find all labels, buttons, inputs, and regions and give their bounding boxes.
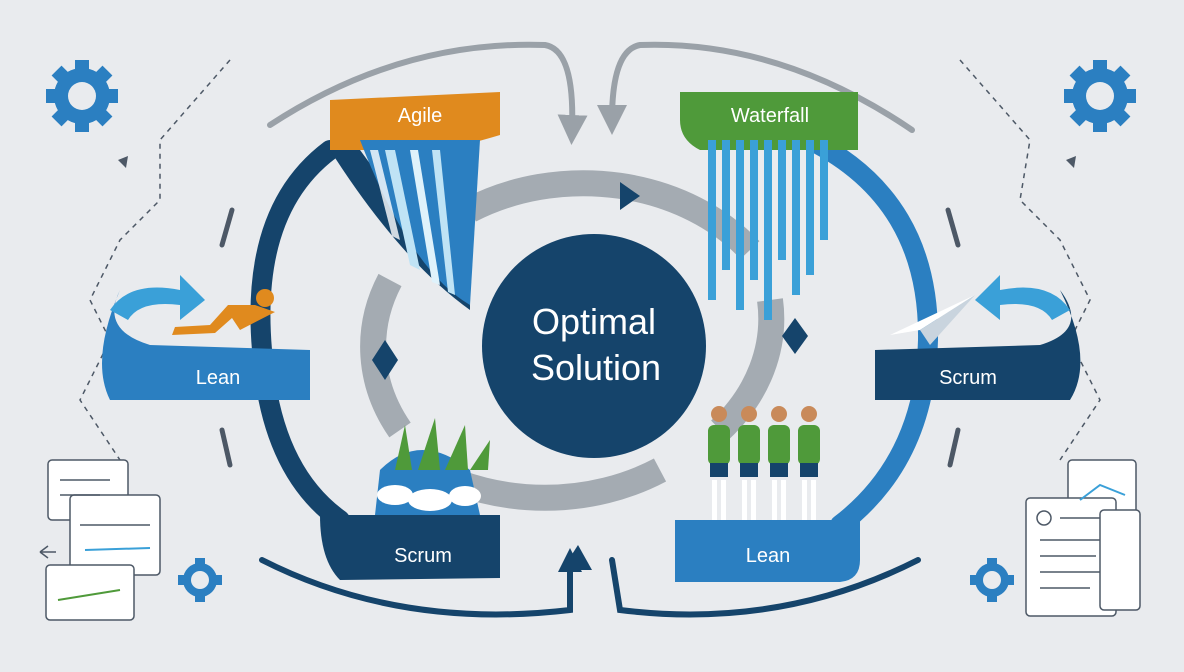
- dashed-connectors: [79, 59, 1101, 461]
- scrum-bottom-label: Scrum: [394, 545, 452, 567]
- cycle-dashes: [219, 207, 961, 468]
- diamond-icon-left: [372, 340, 398, 380]
- wave-illustration: [375, 418, 490, 515]
- diamond-icon-right: [782, 318, 808, 354]
- team-illustration: [708, 406, 820, 520]
- gear-icon: [46, 60, 118, 132]
- scrum-bottom-banner: Scrum: [320, 418, 500, 580]
- bottom-arrow-icon: [562, 545, 592, 570]
- decorative-marks: [118, 156, 1076, 168]
- gear-icon: [178, 558, 222, 602]
- agile-banner: Agile: [330, 92, 500, 310]
- waterfall-illustration: [360, 140, 480, 305]
- document-icon: [39, 459, 161, 621]
- gear-icon: [1064, 60, 1136, 132]
- center-node: Optimal Solution: [482, 234, 706, 458]
- scrum-right-label: Scrum: [939, 367, 997, 389]
- waterfall-banner: Waterfall: [680, 92, 858, 320]
- lean-left-banner: Lean: [102, 275, 310, 400]
- paper-plane-icon: [890, 295, 975, 345]
- ring-arrow-icon: [620, 182, 640, 210]
- gear-icon: [970, 558, 1014, 602]
- scrum-right-banner: Scrum: [875, 275, 1081, 400]
- agile-label: Agile: [398, 105, 442, 127]
- center-line2: Solution: [531, 347, 661, 388]
- runner-icon: [172, 289, 275, 335]
- document-icon: [1025, 459, 1141, 617]
- waterfall-bars: [708, 140, 828, 320]
- lean-left-label: Lean: [196, 367, 241, 389]
- waterfall-label: Waterfall: [731, 105, 809, 127]
- lean-bottom-banner: Lean: [675, 406, 860, 582]
- center-line1: Optimal: [532, 301, 656, 342]
- lean-bottom-label: Lean: [746, 545, 791, 567]
